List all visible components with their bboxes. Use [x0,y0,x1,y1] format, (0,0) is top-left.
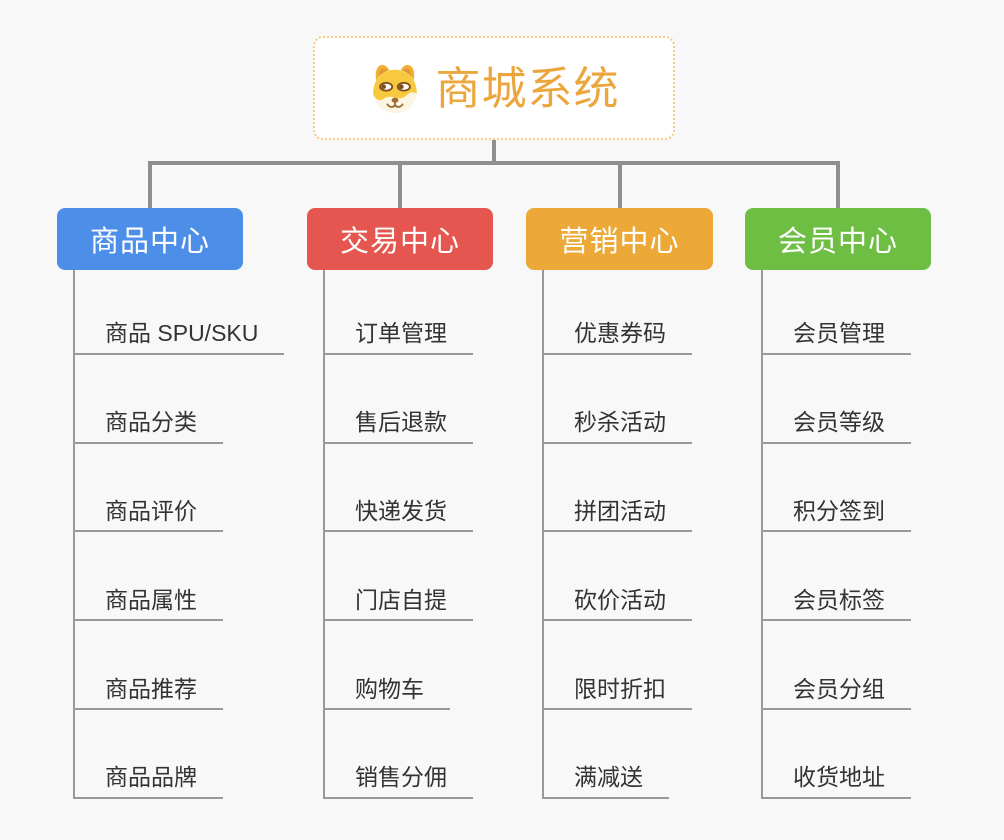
branch-children-member-center: 会员管理 会员等级 积分签到 会员标签 会员分组 收货地址 [761,266,1004,799]
leaf-node[interactable]: 商品属性 [73,587,223,622]
leaf-node[interactable]: 收货地址 [761,764,911,799]
leaf-node[interactable]: 购物车 [323,676,450,710]
leaf-node[interactable]: 会员管理 [761,320,911,355]
leaf-node[interactable]: 订单管理 [323,320,473,355]
branch-node-trade-center[interactable]: 交易中心 [307,208,493,270]
connector-root-drop [492,139,496,165]
connector-bus [148,161,840,165]
branch-children-trade-center: 订单管理 售后退款 快递发货 门店自提 购物车 销售分佣 [323,266,583,799]
branch-children-marketing-center: 优惠券码 秒杀活动 拼团活动 砍价活动 限时折扣 满减送 [542,266,802,799]
root-node[interactable]: 商城系统 [313,36,675,140]
leaf-node[interactable]: 门店自提 [323,587,473,622]
branch-node-marketing-center[interactable]: 营销中心 [526,208,713,270]
leaf-node[interactable]: 商品推荐 [73,676,223,710]
leaf-node[interactable]: 快递发货 [323,498,473,533]
connector-column-line [542,270,544,799]
connector-column-line [73,270,75,799]
leaf-node[interactable]: 优惠券码 [542,320,692,355]
branch-label: 交易中心 [339,226,460,258]
leaf-node[interactable]: 会员分组 [761,676,911,710]
leaf-node[interactable]: 限时折扣 [542,676,692,710]
branch-children-product-center: 商品 SPU/SKU 商品分类 商品评价 商品属性 商品推荐 商品品牌 [73,266,333,799]
leaf-node[interactable]: 销售分佣 [323,764,473,799]
connector-column-line [761,270,763,799]
branch-label: 会员中心 [777,226,898,258]
leaf-node[interactable]: 会员等级 [761,409,911,444]
branch-label: 营销中心 [559,226,680,258]
leaf-node[interactable]: 拼团活动 [542,498,692,533]
leaf-node[interactable]: 商品品牌 [73,764,223,799]
leaf-node[interactable]: 商品分类 [73,409,223,444]
dog-face-icon [373,64,418,114]
connector-column-line [323,270,325,799]
connector-drop-member [836,163,840,209]
leaf-node[interactable]: 会员标签 [761,587,911,622]
connector-drop-trade [398,163,402,209]
leaf-node[interactable]: 秒杀活动 [542,409,692,444]
connector-drop-marketing [618,163,622,209]
branch-label: 商品中心 [89,226,210,258]
leaf-node[interactable]: 积分签到 [761,498,911,533]
branch-node-product-center[interactable]: 商品中心 [57,208,243,270]
leaf-node[interactable]: 商品 SPU/SKU [73,320,285,355]
leaf-node[interactable]: 满减送 [542,764,669,799]
leaf-node[interactable]: 商品评价 [73,498,223,533]
leaf-node[interactable]: 砍价活动 [542,587,692,622]
leaf-node[interactable]: 售后退款 [323,409,473,444]
branch-node-member-center[interactable]: 会员中心 [745,208,931,270]
connector-drop-product [148,163,152,209]
root-node-title: 商城系统 [435,62,620,114]
